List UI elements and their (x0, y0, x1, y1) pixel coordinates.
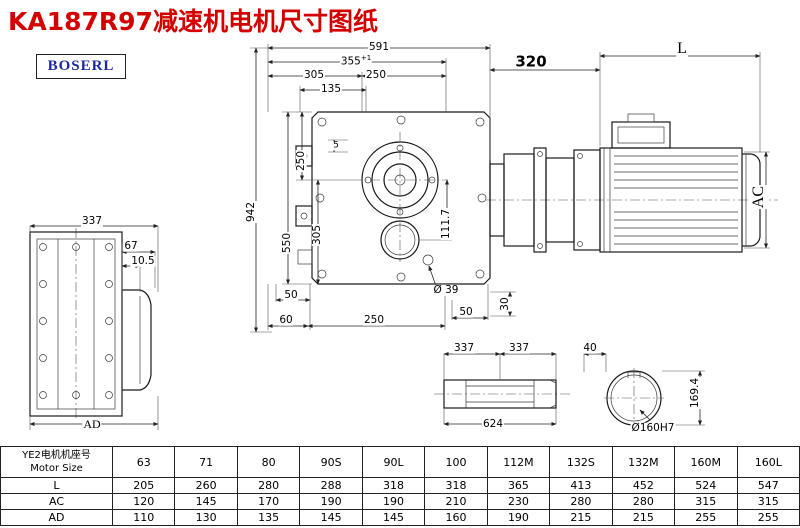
dim-label-135: 135 (319, 82, 343, 95)
dimension-value-cell: 215 (611, 509, 676, 526)
size-column-header: 80 (236, 446, 301, 478)
dim-label-111-7: 111.7 (439, 207, 452, 241)
dim-label-250: 250 (364, 68, 388, 81)
size-column-header: 160L (736, 446, 800, 478)
dim-label-305: 305 (302, 68, 326, 81)
dimension-value-cell: 365 (486, 477, 551, 494)
dimension-value-cell: 288 (299, 477, 363, 494)
dim-label-942: 942 (244, 200, 257, 224)
dim-label-337-side: 337 (80, 214, 104, 227)
dimension-value-cell: 318 (361, 477, 426, 494)
dimension-value-cell: 120 (111, 493, 176, 510)
technical-drawing (29, 44, 778, 430)
size-column-header: 112M (486, 446, 551, 478)
dimension-lines (29, 45, 769, 427)
dim-label-60: 60 (278, 313, 294, 326)
dimension-value-cell: 413 (549, 477, 613, 494)
dimension-value-cell: 145 (299, 509, 363, 526)
dimension-value-cell: 255 (674, 509, 738, 526)
centerlines (75, 199, 778, 420)
dimension-value-cell: 524 (674, 477, 738, 494)
left-side-view (29, 231, 152, 417)
dimension-value-cell: 280 (236, 477, 301, 494)
size-column-header: 132M (611, 446, 676, 478)
dimension-value-cell: 255 (736, 509, 800, 526)
size-column-header: 63 (111, 446, 176, 478)
page-title: KA187R97减速机电机尺寸图纸 (8, 7, 378, 36)
dim-label-550: 550 (280, 231, 293, 255)
dim-label-320: 320 (514, 52, 548, 71)
dimension-value-cell: 210 (424, 493, 488, 510)
dimension-value-cell: 110 (111, 509, 176, 526)
dim-label-5: 5 (332, 140, 340, 151)
dimension-value-cell: 315 (674, 493, 738, 510)
dimension-value-cell: 230 (486, 493, 551, 510)
boserl-logo-text: BOSERL (47, 58, 115, 74)
size-column-header: 160M (674, 446, 738, 478)
dimension-value-cell: 215 (549, 509, 613, 526)
row-label: AD (0, 509, 113, 526)
dimension-value-cell: 130 (174, 509, 238, 526)
size-column-header: 90L (361, 446, 426, 478)
dim-label-AD: AD (82, 417, 102, 431)
dimension-value-cell: 190 (486, 509, 551, 526)
dim-label-AC: AC (750, 184, 767, 210)
dim-label-169-4: 169.4 (688, 376, 701, 410)
dimension-value-cell: 452 (611, 477, 676, 494)
dim-label-67: 67 (123, 239, 139, 252)
size-column-header: 100 (424, 446, 488, 478)
dimension-value-cell: 145 (361, 509, 426, 526)
dimension-value-cell: 170 (236, 493, 301, 510)
dim-label-250v: 250 (294, 149, 307, 173)
row-label: L (0, 477, 113, 494)
dimension-value-cell: 160 (424, 509, 488, 526)
dim-label-591: 591 (367, 40, 391, 53)
dim-label-40: 40 (582, 341, 598, 354)
dim-label-305v: 305 (310, 223, 323, 247)
dim-label-355-tol: +1 (360, 54, 372, 62)
dim-label-shaft-337a: 337 (452, 341, 476, 354)
dim-label-355: 355+1 (339, 54, 373, 68)
dimension-value-cell: 190 (361, 493, 426, 510)
size-column-header: 90S (299, 446, 363, 478)
dim-label-L: L (676, 40, 688, 57)
size-column-header: 71 (174, 446, 238, 478)
dimension-value-cell: 318 (424, 477, 488, 494)
dimension-value-cell: 205 (111, 477, 176, 494)
dimension-value-cell: 190 (299, 493, 363, 510)
dim-label-250b: 250 (362, 313, 386, 326)
dimension-value-cell: 135 (236, 509, 301, 526)
row-label: AC (0, 493, 113, 510)
dim-label-dia160h7: Ø160H7 (630, 421, 676, 434)
dimension-value-cell: 547 (736, 477, 800, 494)
dimension-value-cell: 260 (174, 477, 238, 494)
dim-label-10-5: 10.5 (130, 254, 156, 267)
main-front-view (295, 111, 491, 285)
bore-end-view (604, 368, 664, 428)
boserl-logo: BOSERL (36, 54, 126, 79)
dim-label-50a: 50 (283, 288, 299, 301)
dim-label-shaft-337b: 337 (507, 341, 531, 354)
dimension-value-cell: 315 (736, 493, 800, 510)
dimension-value-cell: 145 (174, 493, 238, 510)
dimension-value-cell: 280 (549, 493, 613, 510)
size-column-header: 132S (549, 446, 613, 478)
dim-label-50b: 50 (458, 305, 474, 318)
dimension-value-cell: 280 (611, 493, 676, 510)
dim-label-dia39: Ø 39 (432, 283, 460, 296)
motor-side-view (489, 113, 761, 253)
dim-label-30: 30 (498, 296, 511, 312)
dim-label-624: 624 (481, 417, 505, 430)
